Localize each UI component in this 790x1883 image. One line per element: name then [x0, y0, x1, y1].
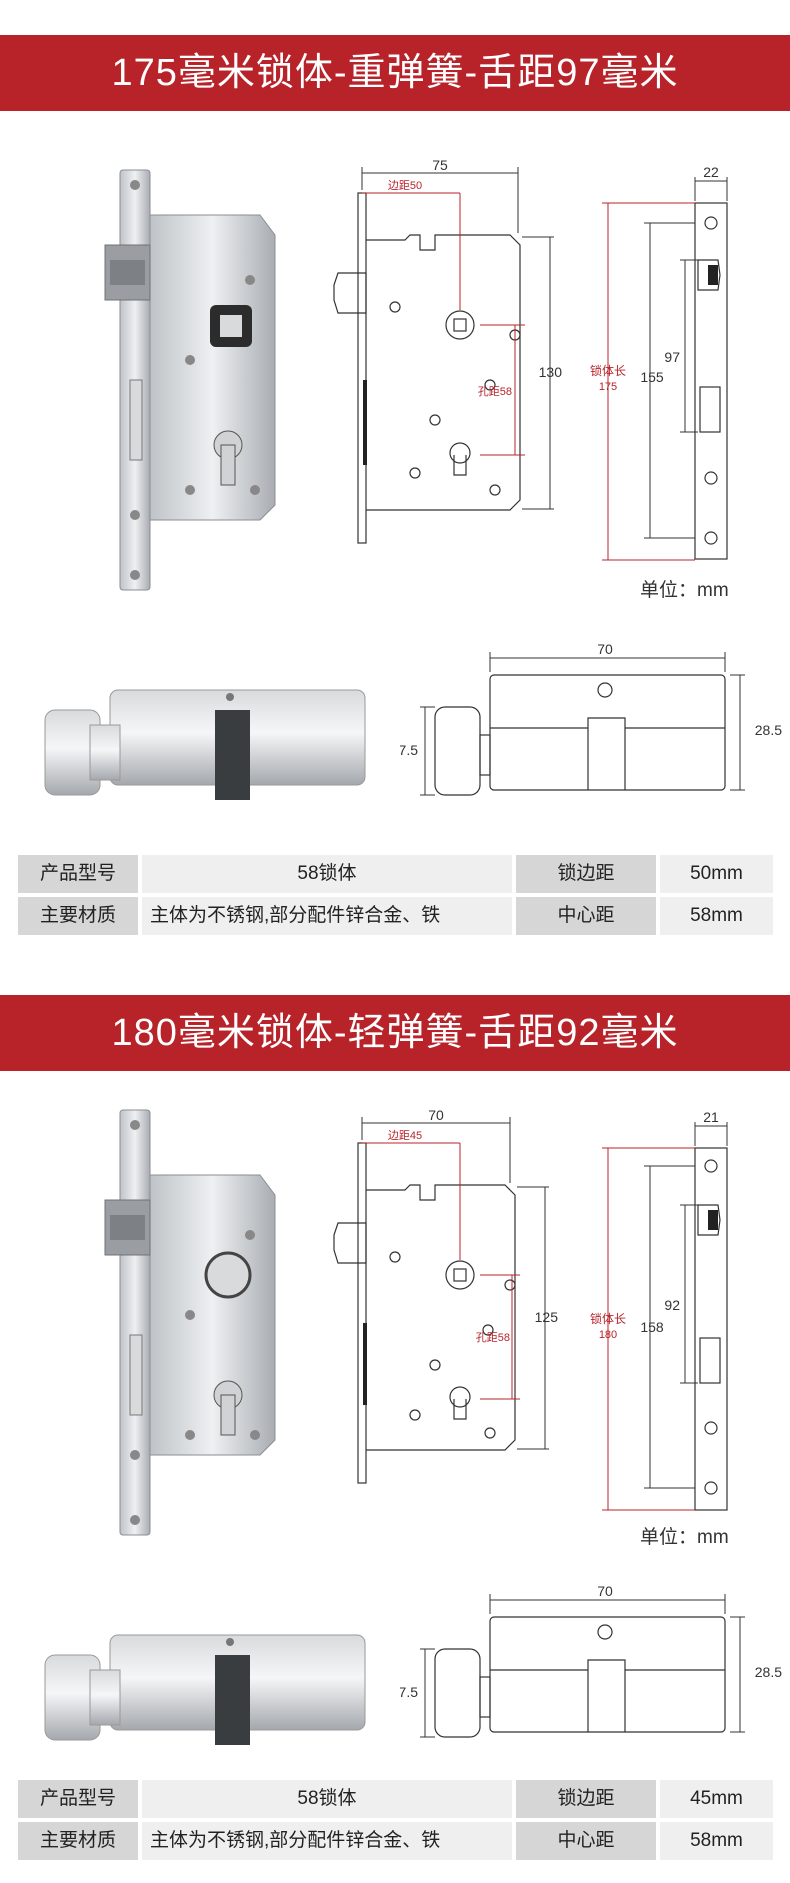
- section-2: 180毫米锁体-轻弹簧-舌距92毫米: [0, 960, 790, 1883]
- side-view-drawing: 22 锁体长 175 155 97: [590, 165, 728, 561]
- dim-faceplate-width: 22: [703, 165, 719, 180]
- dim-hole-distance: 孔距58: [476, 1331, 510, 1344]
- spec-row-model: 产品型号 58锁体 锁边距 50mm: [18, 855, 773, 893]
- dim-lock-length-label: 锁体长: [590, 363, 626, 378]
- center-label: 中心距: [516, 1822, 656, 1860]
- material-value: 主体为不锈钢,部分配件锌合金、铁: [142, 897, 512, 935]
- material-label: 主要材质: [18, 897, 138, 935]
- dim-cylinder-length: 70: [597, 641, 613, 657]
- dim-cylinder-height: 28.5: [755, 1664, 782, 1680]
- model-value: 58锁体: [142, 855, 512, 893]
- front-view-drawing: 70 边距45 125 孔距58: [333, 1107, 559, 1484]
- model-label: 产品型号: [18, 1780, 138, 1818]
- backset-label: 锁边距: [516, 855, 656, 893]
- section-title: 180毫米锁体-轻弹簧-舌距92毫米: [0, 995, 790, 1071]
- cylinder-photo: [44, 689, 366, 800]
- dim-screw-distance: 158: [640, 1319, 664, 1335]
- dim-latch-distance: 92: [664, 1297, 680, 1313]
- cylinder-drawing: 70 28.5 27.5: [400, 641, 782, 796]
- center-value: 58mm: [660, 897, 773, 935]
- backset-label: 锁边距: [516, 1780, 656, 1818]
- dim-knob-height: 27.5: [400, 742, 418, 758]
- unit-note: 单位：mm: [640, 580, 729, 601]
- dim-width: 75: [432, 157, 448, 173]
- side-view-drawing: 21 锁体长 180 158 92: [590, 1110, 728, 1511]
- dim-cylinder-length: 70: [597, 1583, 613, 1599]
- material-value: 主体为不锈钢,部分配件锌合金、铁: [142, 1822, 512, 1860]
- section-1: 175毫米锁体-重弹簧-舌距97毫米: [0, 0, 790, 940]
- dim-lock-length: 180: [599, 1329, 617, 1341]
- lock-body-photo: [104, 1109, 276, 1536]
- spec-row-model: 产品型号 58锁体 锁边距 45mm: [18, 1780, 773, 1818]
- material-label: 主要材质: [18, 1822, 138, 1860]
- lock-body-photo: [104, 169, 276, 591]
- dim-latch-distance: 97: [664, 349, 680, 365]
- unit-note: 单位：mm: [640, 1527, 729, 1548]
- dim-backset: 边距50: [388, 179, 422, 192]
- backset-value: 45mm: [660, 1780, 773, 1818]
- front-view-drawing: 75 边距50 130 孔距58: [333, 157, 563, 544]
- dim-hole-distance: 孔距58: [478, 385, 512, 398]
- dim-knob-height: 27.5: [400, 1684, 418, 1700]
- dim-lock-length-label: 锁体长: [590, 1311, 626, 1326]
- spec-row-material: 主要材质 主体为不锈钢,部分配件锌合金、铁 中心距 58mm: [18, 1822, 773, 1860]
- center-label: 中心距: [516, 897, 656, 935]
- section-title: 175毫米锁体-重弹簧-舌距97毫米: [0, 35, 790, 111]
- dim-cylinder-height: 28.5: [755, 722, 782, 738]
- dim-faceplate-width: 21: [703, 1110, 719, 1125]
- cylinder-photo: [44, 1634, 366, 1745]
- model-value: 58锁体: [142, 1780, 512, 1818]
- dim-body-height: 125: [535, 1309, 559, 1325]
- backset-value: 50mm: [660, 855, 773, 893]
- dim-body-height: 130: [539, 364, 563, 380]
- center-value: 58mm: [660, 1822, 773, 1860]
- dim-screw-distance: 155: [640, 369, 664, 385]
- dim-backset: 边距45: [388, 1129, 422, 1142]
- dim-lock-length: 175: [599, 381, 617, 393]
- spec-table: 产品型号 58锁体 锁边距 45mm 主要材质 主体为不锈钢,部分配件锌合金、铁…: [18, 1780, 773, 1860]
- model-label: 产品型号: [18, 855, 138, 893]
- cylinder-drawing: 70 28.5 27.5: [400, 1583, 782, 1738]
- dim-width: 70: [428, 1107, 444, 1123]
- spec-table: 产品型号 58锁体 锁边距 50mm 主要材质 主体为不锈钢,部分配件锌合金、铁…: [18, 855, 773, 935]
- spec-row-material: 主要材质 主体为不锈钢,部分配件锌合金、铁 中心距 58mm: [18, 897, 773, 935]
